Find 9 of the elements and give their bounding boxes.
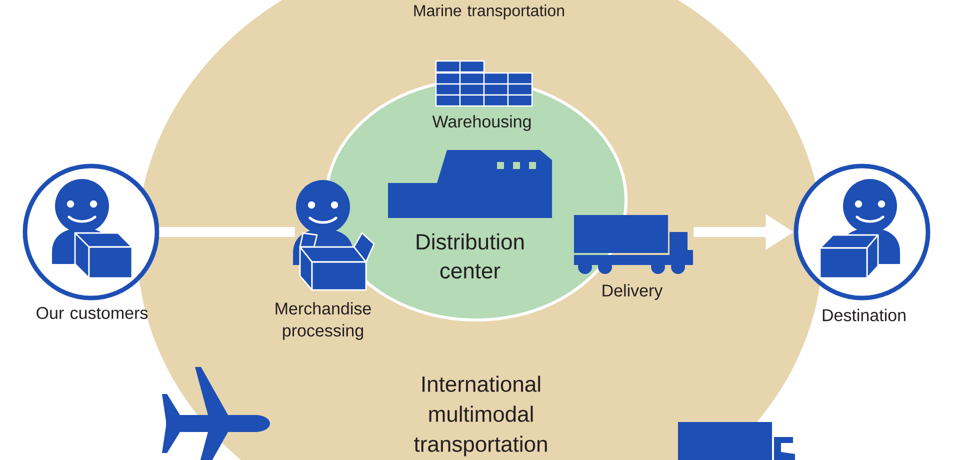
node-caption: Delivery — [602, 284, 663, 300]
node-caption: Our customers — [36, 306, 148, 320]
node-caption: Destination — [822, 308, 906, 322]
connector-line — [159, 227, 295, 237]
region-title: Distribution center — [416, 233, 524, 279]
caption: Warehousing — [432, 115, 531, 131]
node-caption: Merchandise processing — [276, 302, 371, 340]
region-title: International multimodal transportation — [414, 376, 547, 456]
caption: Marine transportation — [414, 4, 564, 20]
